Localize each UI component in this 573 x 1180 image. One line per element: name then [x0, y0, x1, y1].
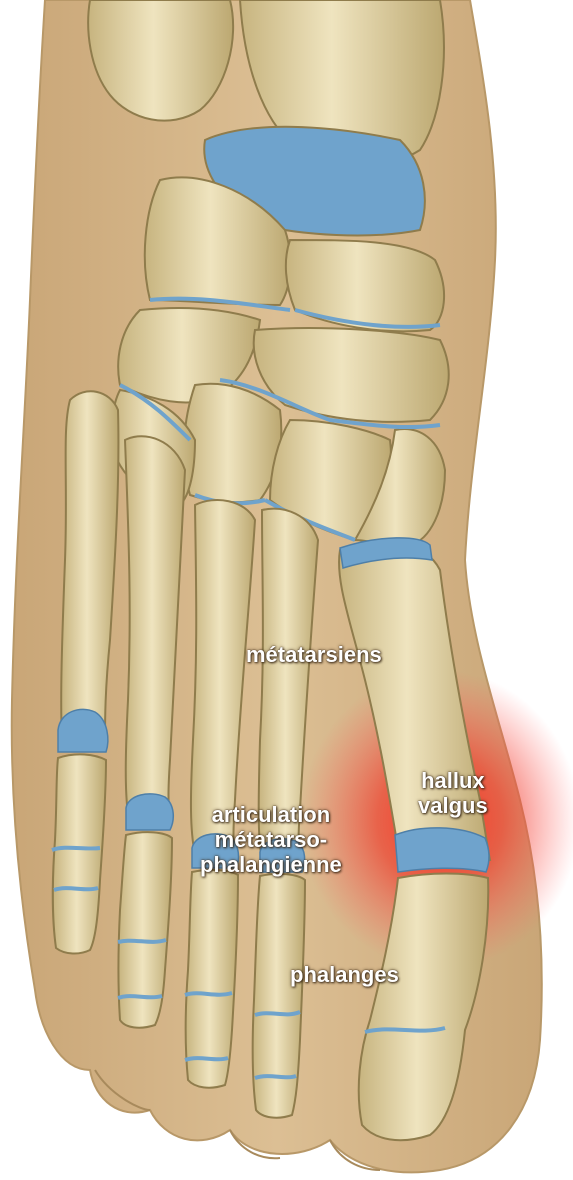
- label-hallux-line1: hallux: [418, 768, 488, 793]
- label-metatarsiens: métatarsiens: [246, 642, 382, 667]
- label-phalanges: phalanges: [290, 962, 399, 987]
- label-articulation-line2: métatarso-: [200, 827, 342, 852]
- label-articulation-line1: articulation: [200, 802, 342, 827]
- label-articulation-line3: phalangienne: [200, 852, 342, 877]
- label-articulation-metatarso-phalangienne: articulation métatarso- phalangienne: [200, 802, 342, 877]
- label-hallux-line2: valgus: [418, 793, 488, 818]
- label-hallux-valgus: hallux valgus: [418, 768, 488, 818]
